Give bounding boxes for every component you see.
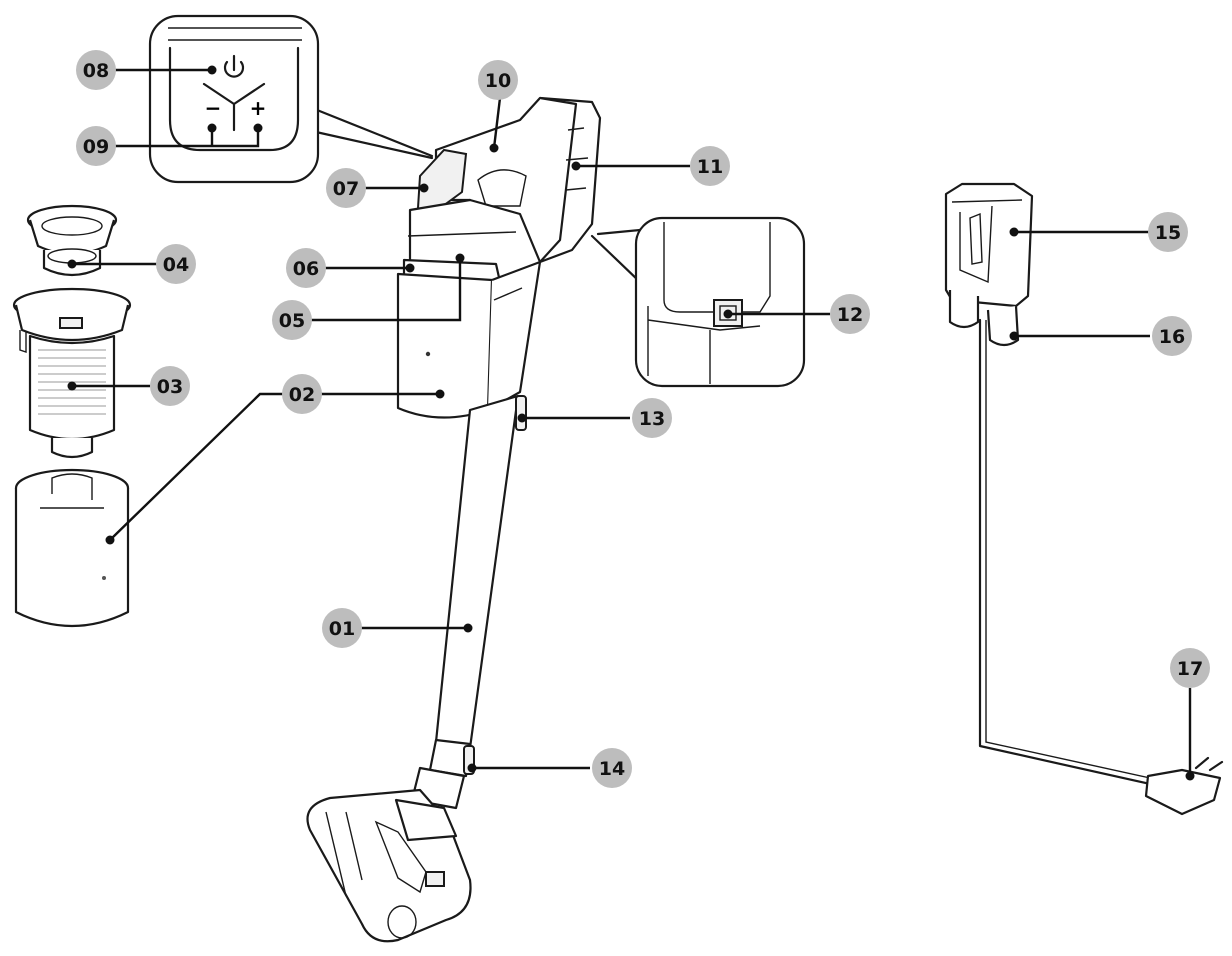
svg-text:03: 03 <box>157 376 183 398</box>
label-12: 12 <box>830 294 870 334</box>
charging-dock-part <box>944 182 1034 347</box>
label-15: 15 <box>1148 212 1188 252</box>
svg-text:04: 04 <box>163 254 189 276</box>
vacuum-body <box>306 96 602 943</box>
label-10: 10 <box>478 60 518 100</box>
label-01: 01 <box>322 608 362 648</box>
label-05: 05 <box>272 300 312 340</box>
control-panel-callout: − + <box>148 14 434 184</box>
svg-text:11: 11 <box>697 156 723 178</box>
label-03: 03 <box>150 366 190 406</box>
power-icon <box>223 54 245 78</box>
svg-text:13: 13 <box>639 408 665 430</box>
svg-text:10: 10 <box>485 70 511 92</box>
svg-text:15: 15 <box>1155 222 1181 244</box>
label-02: 02 <box>282 374 322 414</box>
label-09: 09 <box>76 126 116 166</box>
label-16: 16 <box>1152 316 1192 356</box>
minus-symbol: − <box>205 96 222 120</box>
svg-text:01: 01 <box>329 618 355 640</box>
filter-cap-part <box>26 204 118 277</box>
filter-part <box>12 287 132 459</box>
svg-text:14: 14 <box>599 758 625 780</box>
label-06: 06 <box>286 248 326 288</box>
label-13: 13 <box>632 398 672 438</box>
battery-release-callout <box>590 216 806 388</box>
svg-text:07: 07 <box>333 178 359 200</box>
anchor-dots <box>67 65 1195 781</box>
power-cable <box>978 318 1152 786</box>
dust-bin-part <box>14 468 130 627</box>
label-14: 14 <box>592 748 632 788</box>
plus-symbol: + <box>250 96 267 120</box>
label-04: 04 <box>156 244 196 284</box>
leader-lines <box>72 68 1192 776</box>
svg-text:02: 02 <box>289 384 315 406</box>
svg-text:17: 17 <box>1177 658 1203 680</box>
svg-text:06: 06 <box>293 258 319 280</box>
label-08: 08 <box>76 50 116 90</box>
label-07: 07 <box>326 168 366 208</box>
label-17: 17 <box>1170 648 1210 688</box>
svg-text:12: 12 <box>837 304 863 326</box>
svg-text:16: 16 <box>1159 326 1185 348</box>
svg-text:08: 08 <box>83 60 109 82</box>
svg-text:09: 09 <box>83 136 109 158</box>
label-11: 11 <box>690 146 730 186</box>
svg-text:05: 05 <box>279 310 305 332</box>
power-adapter-part <box>1144 756 1224 816</box>
